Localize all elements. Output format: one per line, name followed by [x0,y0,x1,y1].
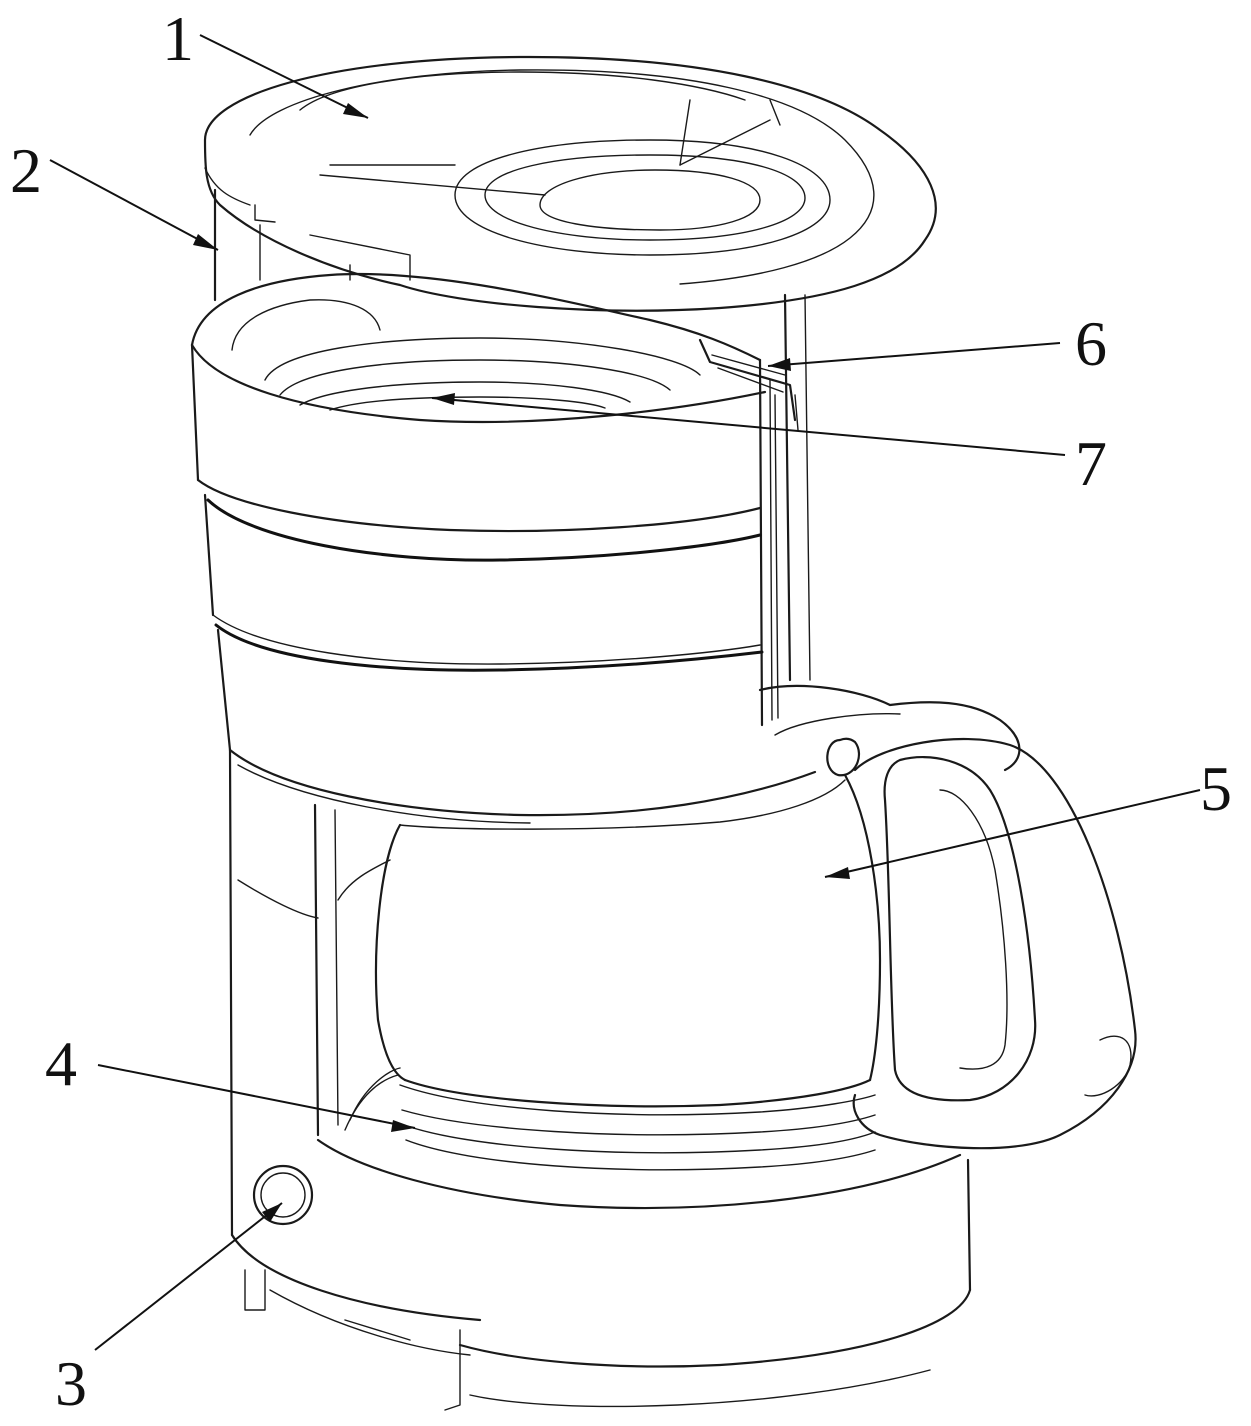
rear-column [213,188,811,721]
callout-2: 2 [10,135,42,206]
callout-1: 1 [162,3,194,74]
leader-lines [49,34,1201,1351]
leader-5 [824,789,1201,878]
callout-3: 3 [55,1348,87,1419]
leader-7 [431,397,1066,456]
leader-3 [94,1202,283,1351]
callout-6: 6 [1075,308,1107,379]
carafe [374,684,1137,1171]
leader-4 [97,1064,416,1129]
leader-1 [199,34,369,119]
callout-5: 5 [1200,753,1232,824]
lid [203,55,937,312]
callout-labels: 1 2 3 4 5 6 7 [10,3,1232,1419]
leader-6 [767,342,1061,367]
latch [698,338,797,422]
callout-4: 4 [45,1028,77,1099]
base [228,748,972,1411]
callout-7: 7 [1075,428,1107,499]
leader-2 [49,159,219,251]
water-tank [190,272,817,824]
